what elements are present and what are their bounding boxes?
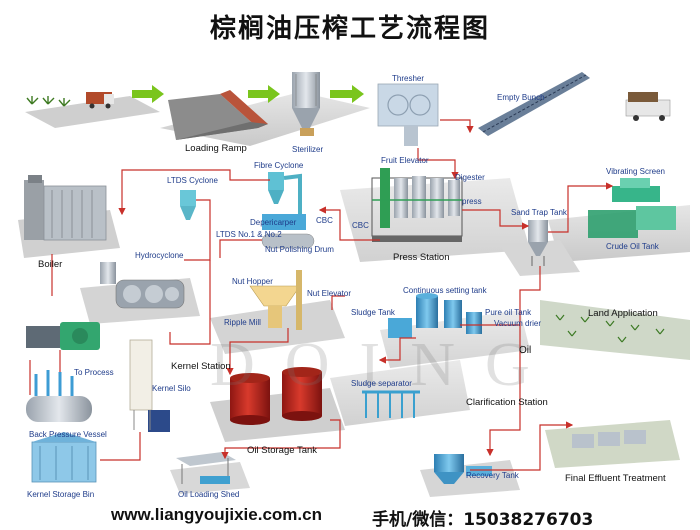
label-kernel-storage-bin: Kernel Storage Bin — [27, 490, 95, 499]
fibre-cyclone-icon — [262, 172, 306, 230]
palm-field-icon — [26, 92, 114, 109]
label-press-station: Press Station — [393, 252, 450, 263]
label-back-pressure-vessel: Back Pressure Vessel — [29, 430, 107, 439]
clarification-tanks-icon — [388, 293, 482, 338]
label-loading-ramp: Loading Ramp — [185, 143, 247, 154]
label-sterilizer: Sterilizer — [292, 145, 324, 154]
label-nut-hopper: Nut Hopper — [232, 277, 273, 286]
label-sludge-tank: Sludge Tank — [351, 308, 395, 317]
label-sludge-separator: Sludge separator — [351, 379, 412, 388]
label-oil: Oil — [519, 345, 532, 356]
sludge-separator-icon — [362, 390, 420, 418]
oil-storage-tanks-icon — [230, 367, 322, 425]
watermark-logo: DOING — [210, 331, 560, 399]
label-to-process: To Process — [74, 368, 114, 377]
label-digester: Digester — [455, 173, 485, 182]
label-vibrating-screen: Vibrating Screen — [606, 167, 665, 176]
label-depericarper: Depericarper — [250, 218, 297, 227]
label-final-effluent-treatment: Final Effluent Treatment — [565, 473, 666, 484]
label-boiler: Boiler — [38, 259, 63, 270]
thresher-icon — [377, 83, 439, 146]
label-kernel-station: Kernel Station — [171, 361, 231, 372]
kernel-storage-bin-icon — [31, 432, 97, 483]
kernel-silo-icon — [129, 339, 170, 432]
label-recovery-tank: Recovery Tank — [466, 471, 519, 480]
label-nut-polishing-drum: Nut Polishing Drum — [265, 245, 334, 254]
flow-lines — [29, 119, 614, 471]
press-station-icon — [371, 168, 463, 242]
empty-bunch-conveyor-icon — [478, 72, 671, 136]
back-pressure-vessel-icon — [26, 370, 92, 422]
oil-loading-shed-icon — [176, 452, 236, 484]
boiler-icon — [24, 175, 107, 241]
label-continuous-setting-tank: Continuous setting tank — [403, 286, 487, 295]
label-oil-loading-shed: Oil Loading Shed — [178, 490, 240, 499]
label-pure-oil-tank: Pure oil Tank — [485, 308, 532, 317]
nut-hopper-icon — [249, 270, 302, 330]
label-hydrocyclone: Hydrocyclone — [135, 251, 184, 260]
label-clarification-station: Clarification Station — [466, 397, 548, 408]
feed-arrows — [132, 85, 364, 103]
label-fibre-cyclone: Fibre Cyclone — [254, 161, 304, 170]
footer-bar: www.liangyoujixie.com.cn 手机/微信：150382767… — [0, 501, 700, 530]
nut-polishing-drum-icon — [261, 233, 315, 249]
label-cbc-2: CBC — [352, 221, 369, 230]
label-press: press — [462, 197, 482, 206]
label-ltds: LTDS No.1 & No.2 — [216, 230, 282, 239]
sand-trap-tank-icon — [528, 220, 548, 266]
hydrocyclone-icon — [100, 262, 185, 309]
label-thresher: Thresher — [392, 74, 425, 83]
vibrating-screen-icon — [588, 178, 676, 238]
page-title: 棕榈油压榨工艺流程图 — [209, 14, 490, 44]
recovery-tank-icon — [434, 454, 492, 484]
label-oil-storage-tank: Oil Storage Tank — [247, 445, 318, 456]
effluent-ponds-icon — [572, 430, 646, 448]
label-fruit-elevator: Fruit Elevator — [381, 156, 429, 165]
land-application-icon — [555, 314, 665, 343]
label-kernel-silo: Kernel Silo — [152, 384, 191, 393]
loading-ramp-icon — [168, 90, 268, 140]
generator-icon — [26, 322, 100, 350]
label-ltds-cyclone: LTDS Cyclone — [167, 176, 218, 185]
sterilizer-icon — [292, 72, 320, 136]
label-sand-trap-tank: Sand Trap Tank — [511, 208, 567, 217]
ltds-cyclone-icon — [180, 190, 196, 220]
footer-website[interactable]: www.liangyoujixie.com.cn — [111, 505, 322, 524]
label-nut-elevator: Nut Elevator — [307, 289, 352, 298]
label-empty-bunch: Empty Bunch — [497, 93, 545, 102]
label-ripple-mill: Ripple Mill — [224, 318, 261, 327]
label-cbc-1: CBC — [316, 216, 333, 225]
label-land-application: Land Application — [588, 308, 658, 319]
label-vacuum-drier: Vacuum drier — [494, 319, 541, 328]
footer-phone: 手机/微信：15038276703 — [372, 510, 594, 530]
label-crude-oil-tank: Crude Oil Tank — [606, 242, 659, 251]
